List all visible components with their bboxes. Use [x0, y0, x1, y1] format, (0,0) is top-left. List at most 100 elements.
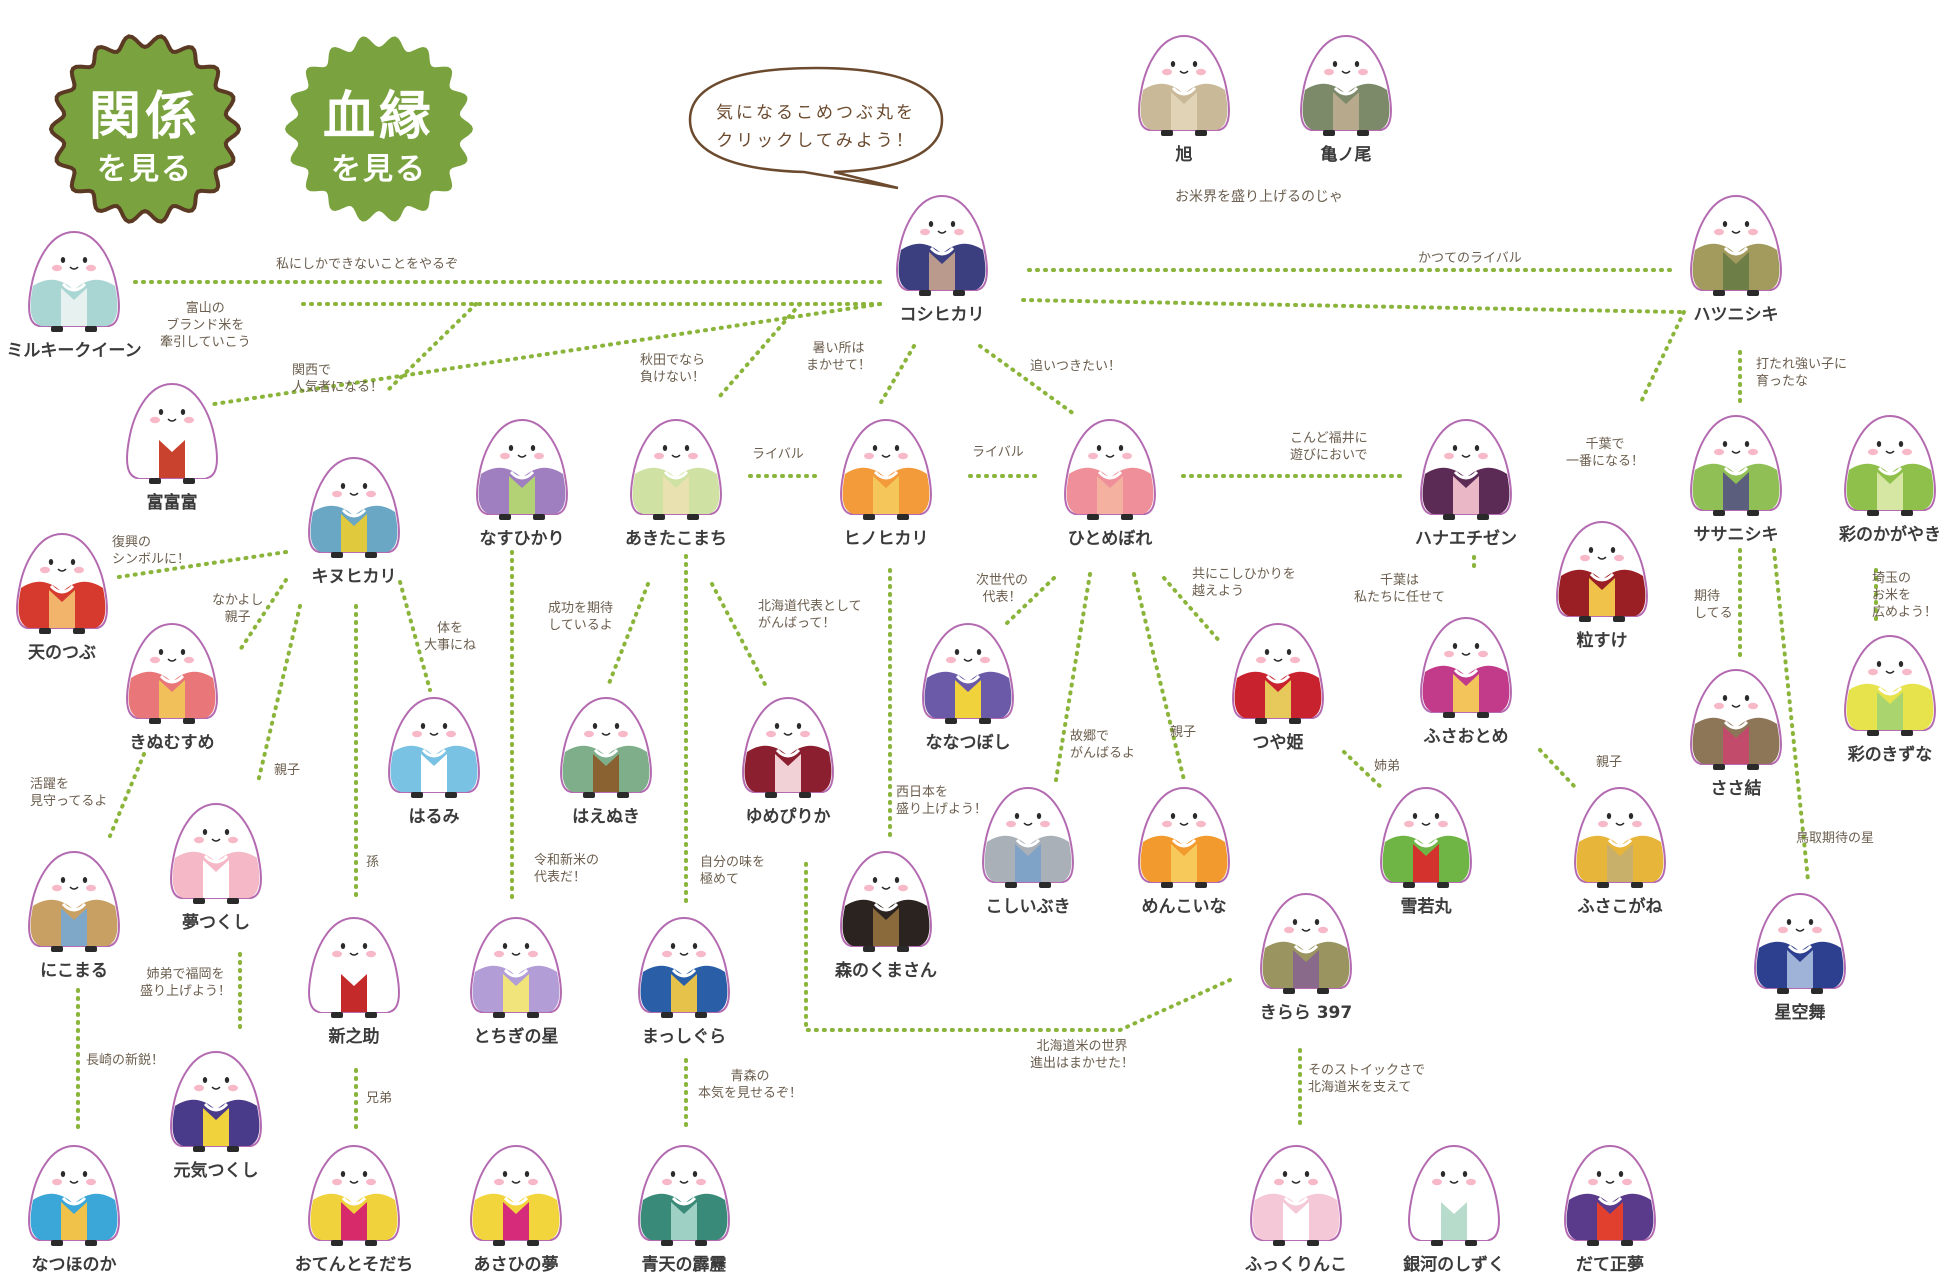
relation-label-line: 大事にね [424, 638, 477, 653]
character-name: ささ結 [1710, 779, 1762, 799]
character-natsuhonoka[interactable]: なつほのか [14, 1140, 134, 1275]
character-fusakogane[interactable]: ふさこがね [1560, 782, 1680, 917]
relation-line [718, 302, 802, 398]
character-figure [1420, 418, 1512, 520]
character-tsubusuke[interactable]: 粒すけ [1542, 516, 1662, 651]
character-koshiibuki[interactable]: こしいぶき [968, 782, 1088, 917]
relation-label-line: 孫 [366, 855, 380, 870]
relation-label: 長崎の新鋭！ [86, 1052, 164, 1069]
character-figure [170, 1050, 262, 1152]
character-name: 元気つくし [173, 1161, 259, 1181]
character-fukkurinko[interactable]: ふっくりんこ [1236, 1140, 1356, 1275]
character-milky-queen[interactable]: ミルキークイーン [6, 226, 142, 361]
character-fusaotome[interactable]: ふさおとめ [1406, 612, 1526, 747]
character-seitennohekireki[interactable]: 青天の霹靂 [624, 1140, 744, 1275]
character-tennotsubu[interactable]: 天のつぶ [2, 528, 122, 663]
character-name: 新之助 [328, 1027, 380, 1047]
character-harumi[interactable]: はるみ [374, 692, 494, 827]
character-kirara397[interactable]: きらら 397 [1246, 888, 1366, 1023]
character-name: きぬむすめ [129, 733, 215, 753]
character-asahi[interactable]: 旭 [1124, 30, 1244, 165]
character-name: あさひの夢 [473, 1255, 559, 1275]
character-morinokumasan[interactable]: 森のくまさん [826, 846, 946, 981]
character-figure [470, 1144, 562, 1246]
character-name: コシヒカリ [899, 305, 985, 325]
relation-label: 千葉は私たちに任せて [1354, 572, 1445, 606]
character-figure [1138, 786, 1230, 888]
relation-label: 私にしかできないことをやるぞ [276, 256, 458, 273]
relation-label-line: 遊びにおいで [1290, 448, 1368, 463]
relation-label: 関西で人気者になる！ [292, 362, 383, 396]
character-otentosodachi[interactable]: おてんとそだち [294, 1140, 414, 1275]
character-yumepirika[interactable]: ゆめぴりか [728, 692, 848, 827]
character-datemasayume[interactable]: だて正夢 [1550, 1140, 1670, 1275]
character-sasanishiki[interactable]: ササニシキ [1676, 410, 1796, 545]
character-name: きらら 397 [1259, 1003, 1353, 1023]
elders-note: お米界を盛り上げるのじゃ [1175, 189, 1343, 205]
relation-label: 活躍を見守ってるよ [30, 776, 107, 810]
relation-view-button[interactable]: 関係 を見る [46, 30, 244, 228]
character-figure [1690, 414, 1782, 516]
relation-label: 秋田でなら負けない！ [640, 352, 705, 386]
character-nanatsuboshi[interactable]: ななつぼし [908, 618, 1028, 753]
character-irodori-kagayaki[interactable]: 彩のかがやき [1830, 410, 1950, 545]
relation-label-line: 盛り上げよう！ [896, 802, 988, 817]
relation-view-label: 関係 [88, 87, 201, 147]
relation-label-line: 期待 [1694, 589, 1721, 604]
relation-label-line: シンボルに！ [112, 552, 191, 567]
relation-label: 暑い所はまかせて！ [806, 340, 871, 374]
relation-label-line: 北海道代表として [758, 599, 862, 614]
character-nasuhikari[interactable]: なすひかり [462, 414, 582, 549]
character-hitomebore[interactable]: ひとめぼれ [1050, 414, 1170, 549]
character-figure [840, 418, 932, 520]
character-name: なつほのか [31, 1255, 117, 1275]
character-figure [742, 696, 834, 798]
relation-label: 故郷でがんばるよ [1070, 728, 1135, 762]
character-haenuki[interactable]: はえぬき [546, 692, 666, 827]
character-irodori-kizuna[interactable]: 彩のきずな [1830, 630, 1950, 765]
character-figure [1260, 892, 1352, 994]
bloodline-view-button[interactable]: 血縁 を見る [280, 30, 478, 228]
character-name: なすひかり [479, 529, 565, 549]
relation-label-line: なかよし [212, 593, 264, 608]
character-figure [308, 456, 400, 558]
character-akitakomachi[interactable]: あきたこまち [616, 414, 736, 549]
character-name: ミルキークイーン [6, 341, 142, 361]
character-gingano-shizuku[interactable]: 銀河のしずく [1394, 1140, 1514, 1275]
character-sasamusubi[interactable]: ささ結 [1676, 664, 1796, 799]
character-yukiwakamaru[interactable]: 雪若丸 [1366, 782, 1486, 917]
character-name: 森のくまさん [835, 961, 937, 981]
character-hinohikari[interactable]: ヒノヒカリ [826, 414, 946, 549]
character-hatsunishiki[interactable]: ハツニシキ [1676, 190, 1796, 325]
character-yumetsukushi[interactable]: 夢つくし [156, 798, 276, 933]
relation-line [1132, 572, 1186, 782]
character-asahinoyume[interactable]: あさひの夢 [456, 1140, 576, 1275]
badge-scalloped-shape [48, 34, 242, 224]
relation-label-line: 本気を見せるぞ！ [698, 1086, 803, 1101]
character-figure [896, 194, 988, 296]
character-tochiginohoshi[interactable]: とちぎの星 [456, 912, 576, 1047]
relation-label: 親子 [1596, 754, 1622, 771]
character-name: はるみ [408, 807, 460, 827]
character-fufufu[interactable]: 富富富 [112, 378, 232, 513]
badge-scalloped-shape [285, 36, 473, 222]
character-figure [28, 230, 120, 332]
character-kinuhikari[interactable]: キヌヒカリ [294, 452, 414, 587]
character-nikomaru[interactable]: にこまる [14, 846, 134, 981]
character-hoshizorabu[interactable]: 星空舞 [1740, 888, 1860, 1023]
character-genkitsukushi[interactable]: 元気つくし [156, 1046, 276, 1181]
character-figure [982, 786, 1074, 888]
character-koshihikari[interactable]: コシヒカリ [882, 190, 1002, 325]
character-tsuyahime[interactable]: つや姫 [1218, 618, 1338, 753]
hint-speech-bubble: 気になるこめつぶ丸を クリックしてみよう！ [684, 62, 948, 194]
speech-bubble-shape [688, 66, 944, 190]
relation-line [1772, 548, 1810, 882]
character-kinumusume[interactable]: きぬむすめ [112, 618, 232, 753]
character-hanaechizen[interactable]: ハナエチゼン [1406, 414, 1526, 549]
character-shinnosuke[interactable]: 新之助 [294, 912, 414, 1047]
relation-label-line: 私にしかできないことをやるぞ [276, 257, 459, 272]
character-kamenoo[interactable]: 亀ノ尾 [1286, 30, 1406, 165]
character-masshigura[interactable]: まっしぐら [624, 912, 744, 1047]
character-menkoina[interactable]: めんこいな [1124, 782, 1244, 917]
relation-label: 期待してる [1694, 588, 1733, 622]
